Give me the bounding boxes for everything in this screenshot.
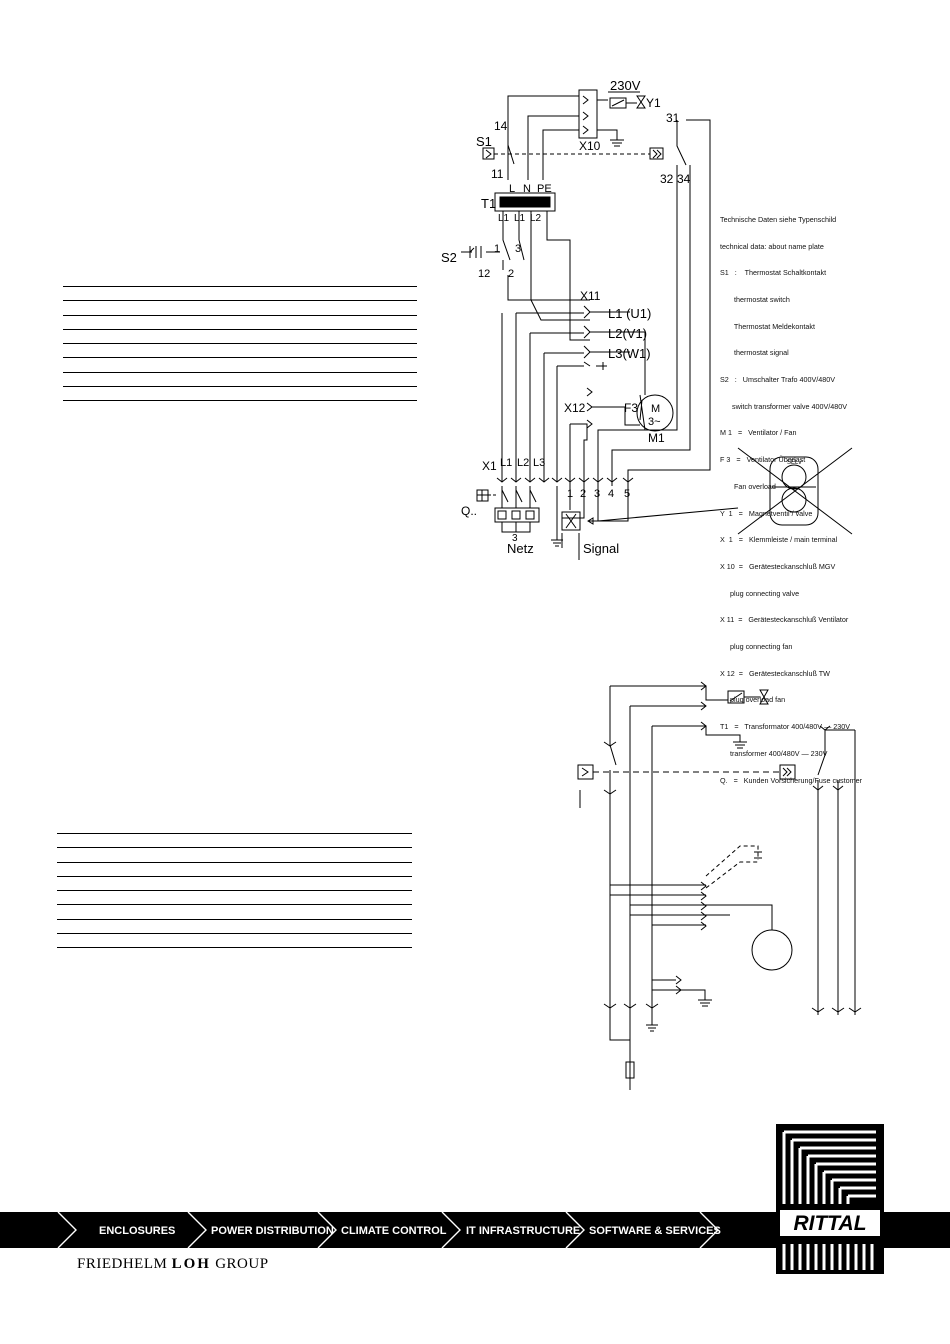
label-m: M	[651, 403, 660, 415]
brand-suffix: GROUP	[215, 1256, 269, 1272]
label-32: 32	[660, 172, 674, 186]
legend-line: Technische Daten siehe Typenschild	[720, 214, 837, 224]
brand-loh: LOH	[171, 1256, 211, 1272]
label-3: 3	[515, 243, 521, 255]
blank-ruled-lines-bottom	[57, 833, 412, 962]
label-1: 1	[494, 243, 500, 255]
legend-line: X 12 = Gerätesteckanschluß TW	[720, 668, 830, 678]
label-terminal-5: 5	[624, 488, 630, 500]
label-terminal-4: 4	[608, 488, 614, 500]
logo-wordmark: RITTAL	[793, 1212, 866, 1235]
label-x1: X1	[482, 459, 497, 473]
label-11: 11	[491, 167, 504, 181]
label-y1: Y1	[646, 96, 661, 110]
footer-segment-climate-control[interactable]: CLIMATE CONTROL	[341, 1225, 447, 1237]
label-12: 12	[478, 268, 490, 280]
label-t1-pin-1: L1	[498, 213, 510, 224]
label-x1-l1: L1	[500, 457, 512, 469]
footer-segment-software-services[interactable]: SOFTWARE & SERVICES	[589, 1225, 721, 1237]
legend-line: plug overload fan	[720, 695, 786, 705]
legend-line: X 10 = Gerätesteckanschluß MGV	[720, 561, 836, 571]
footer-segment-it-infrastructure[interactable]: IT INFRASTRUCTURE	[466, 1225, 580, 1237]
label-2: 2	[508, 268, 514, 280]
footer-segment-power-distribution[interactable]: POWER DISTRIBUTION	[211, 1225, 334, 1237]
label-terminal-2: 2	[580, 488, 586, 500]
brand-prefix: FRIEDHELM	[77, 1256, 168, 1272]
label-n-top: N	[523, 183, 531, 195]
legend-line: X 1 = Klemmleiste / main terminal	[720, 535, 838, 545]
friedhelm-loh-group-brand: FRIEDHELM LOH GROUP	[77, 1256, 269, 1273]
legend-line: switch transformer valve 400V/480V	[720, 401, 848, 411]
label-terminal-3: 3	[594, 488, 600, 500]
label-x1-l2: L2	[517, 457, 529, 469]
label-x11: X11	[580, 289, 601, 303]
label-s2: S2	[441, 250, 457, 265]
legend-line: Q. = Kunden Vorsicherung/Fuse customer	[720, 775, 863, 785]
blank-ruled-lines-top	[63, 286, 417, 415]
legend-line: thermostat switch	[720, 294, 790, 304]
legend-line: technical data: about name plate	[720, 241, 824, 251]
legend-line: Fan overload	[720, 481, 776, 491]
legend-line: Thermostat Meldekontakt	[720, 321, 815, 331]
label-f3: F3	[624, 401, 638, 415]
label-31: 31	[666, 111, 680, 125]
label-t1-pin-3: L2	[530, 213, 542, 224]
label-q: Q..	[461, 504, 477, 518]
legend-line: Y 1 = Magnetventil / valve	[720, 508, 813, 518]
label-t1-pin-2: L1	[514, 213, 526, 224]
legend-line: M 1 = Ventilator / Fan	[720, 428, 797, 438]
label-x12: X12	[564, 401, 586, 415]
technical-legend: Technische Daten siehe Typenschild techn…	[720, 198, 862, 794]
label-s1: S1	[476, 134, 492, 149]
legend-line: F 3 = Ventilator Überlast	[720, 455, 806, 465]
label-x1-l3: L3	[533, 457, 545, 469]
rittal-logo: RITTAL	[776, 1124, 884, 1274]
legend-line: plug connecting fan	[720, 642, 793, 652]
label-l2-v1: L2(V1)	[608, 326, 647, 341]
legend-line: S1 : Thermostat Schaltkontakt	[720, 268, 827, 278]
legend-line: X 11 = Gerätesteckanschluß Ventilator	[720, 615, 849, 625]
label-terminal-1: 1	[567, 488, 573, 500]
footer-segment-enclosures[interactable]: ENCLOSURES	[99, 1225, 175, 1237]
label-l-top: L	[509, 183, 515, 195]
label-m1: M1	[648, 431, 665, 445]
label-pe-top: PE	[537, 183, 552, 195]
legend-line: S2 : Umschalter Trafo 400V/480V	[720, 375, 836, 385]
label-signal: Signal	[583, 541, 619, 556]
label-l3-w1: L3(W1)	[608, 346, 651, 361]
label-l1-u1: L1 (U1)	[608, 306, 651, 321]
label-3-phase-netz: 3	[512, 533, 518, 544]
legend-line: T1 = Transformator 400/480V — 230V	[720, 722, 851, 732]
label-x10: X10	[579, 139, 601, 153]
legend-line: plug connecting valve	[720, 588, 800, 598]
diagram-top-labels: 230V Y1 14 S1 X10 11 L N PE T1 L1 L1 L2 …	[441, 78, 802, 556]
legend-line: thermostat signal	[720, 348, 789, 358]
label-t1: T1	[481, 196, 496, 211]
label-34: 34	[677, 172, 691, 186]
label-230v: 230V	[610, 78, 641, 93]
legend-line: transformer 400/480V — 230V	[720, 748, 828, 758]
label-netz: Netz	[507, 541, 534, 556]
label-3-phase: 3~	[648, 416, 661, 428]
label-selv: SELV	[787, 460, 802, 466]
label-14: 14	[494, 119, 508, 133]
